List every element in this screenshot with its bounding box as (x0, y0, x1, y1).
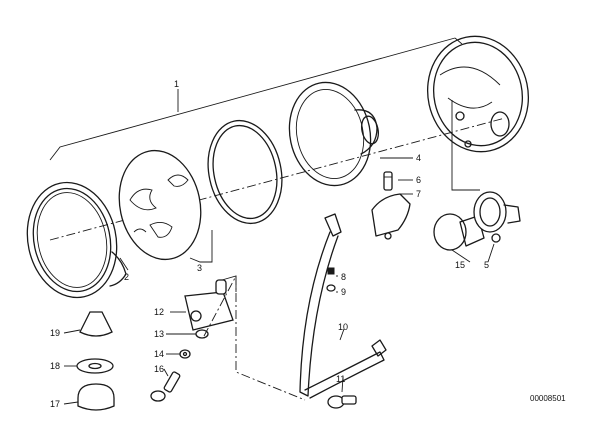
headlight-lens-part (118, 149, 202, 261)
diagram-reference-number: 00008501 (530, 394, 566, 403)
callout-16: 16 (154, 364, 164, 374)
small-hardware-parts (150, 275, 306, 402)
reflector-part (288, 81, 379, 187)
screw-and-bracket-part (371, 157, 413, 240)
callout-7: 7 (416, 189, 421, 199)
callout-5: 5 (484, 260, 489, 270)
center-axis (49, 117, 506, 241)
bolt-part (327, 395, 357, 409)
callout-15: 15 (455, 260, 465, 270)
headlight-housing-part (426, 35, 530, 191)
headlight-ring-part (26, 181, 127, 299)
bulb-socket-part (433, 191, 521, 251)
callout-3: 3 (197, 263, 202, 273)
callout-6: 6 (416, 175, 421, 185)
callout-13: 13 (154, 329, 164, 339)
callout-11: 11 (336, 374, 345, 384)
callout-8: 8 (341, 272, 346, 282)
callout-19: 19 (50, 328, 60, 338)
callout-labels: 1 2 3 4 5 6 7 8 9 10 11 12 13 14 15 16 1… (50, 79, 489, 409)
callout-9: 9 (341, 287, 346, 297)
callout-17: 17 (50, 399, 60, 409)
callout-14: 14 (154, 349, 164, 359)
callout-12: 12 (154, 307, 164, 317)
leader-lines (63, 179, 495, 405)
callout-18: 18 (50, 361, 60, 371)
callout-10: 10 (338, 322, 348, 332)
assembly-bracket-1 (49, 37, 463, 161)
callout-2: 2 (124, 272, 129, 282)
mounting-bracket-part (299, 213, 387, 399)
callout-4: 4 (416, 153, 421, 163)
gasket-part (207, 119, 283, 225)
mounting-plate-part (184, 275, 237, 331)
grommet-stack-parts (76, 311, 115, 411)
callout-1: 1 (174, 79, 179, 89)
